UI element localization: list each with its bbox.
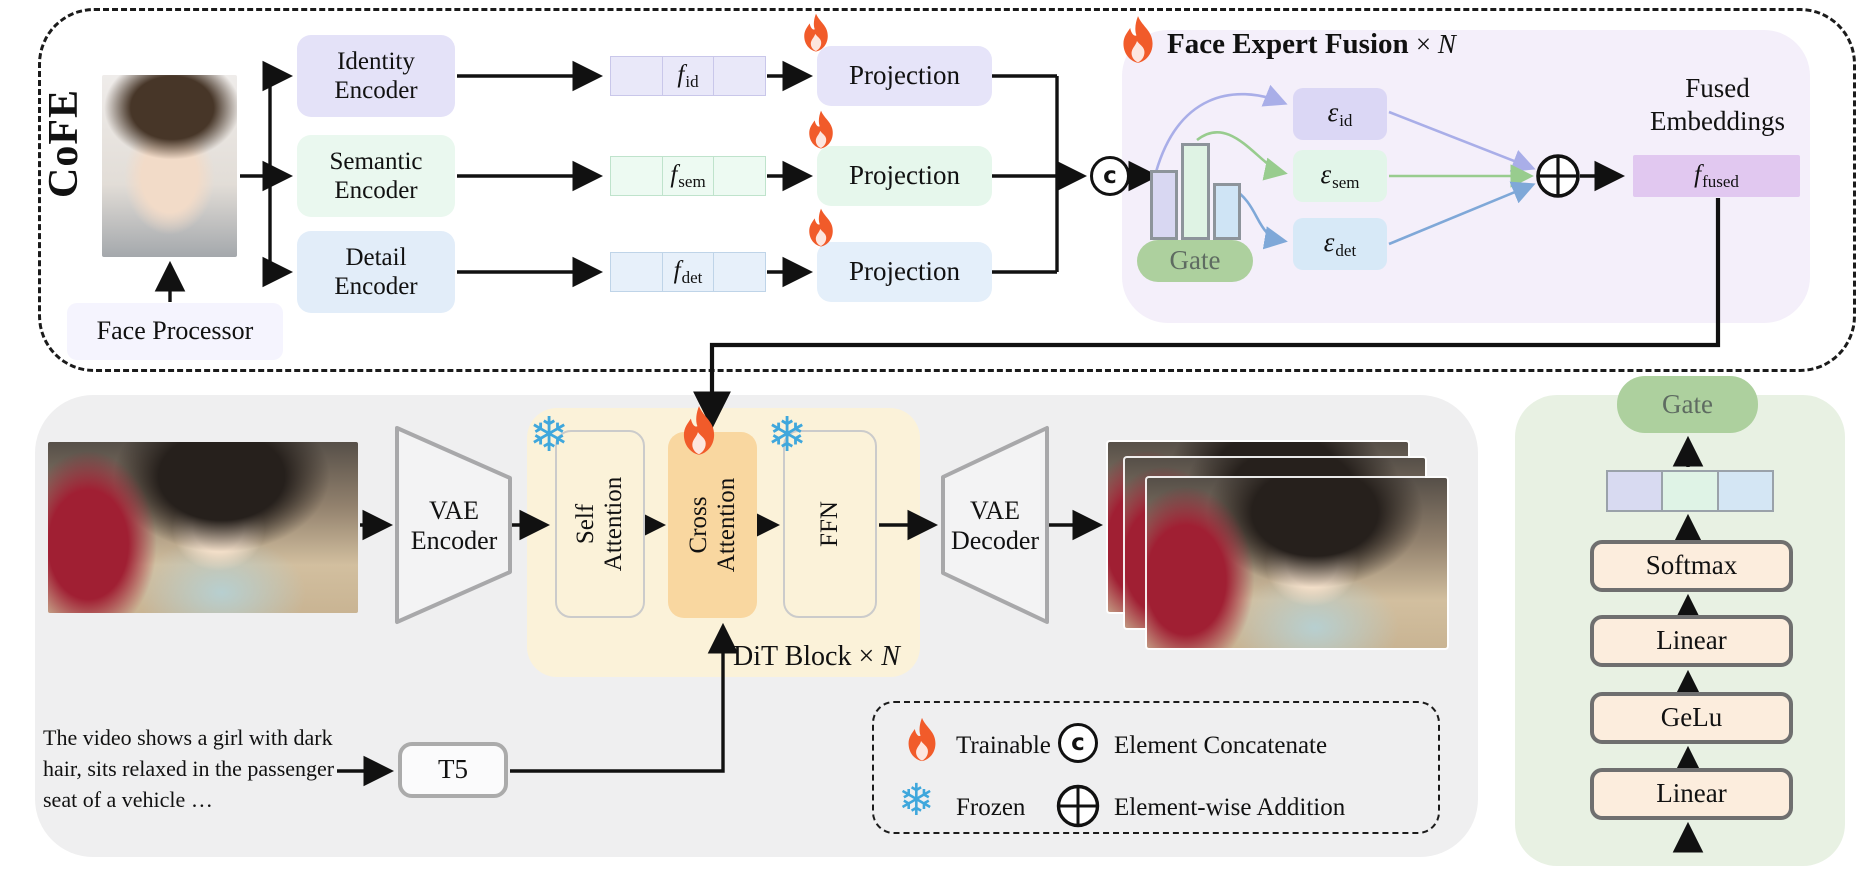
- gate-bar-sem: [1181, 143, 1210, 240]
- gelu-box: GeLu: [1590, 692, 1793, 744]
- dit-block-label: DiT Block × N: [733, 641, 900, 672]
- legend-concat-label: Element Concatenate: [1114, 732, 1328, 759]
- legend-trainable-label: Trainable: [956, 732, 1051, 759]
- feature-vector-id: fid: [610, 56, 767, 96]
- cofe-title: CoFE: [41, 89, 87, 198]
- vae-encoder-label: VAE Encoder: [410, 496, 498, 555]
- semantic-encoder-box: Semantic Encoder: [297, 135, 455, 217]
- projection-box-sem: Projection: [817, 146, 992, 206]
- semantic-encoder-label: Semantic: [329, 147, 423, 175]
- frozen-snowflake-icon: ❄: [529, 407, 570, 463]
- softmax-box: Softmax: [1590, 540, 1793, 592]
- expert-id-box: εid: [1293, 88, 1387, 140]
- legend-concat-icon: c: [1058, 723, 1098, 763]
- vae-decoder-label: VAE Decoder: [950, 496, 1040, 555]
- gate-bar-id: [1150, 170, 1178, 240]
- input-video-frame: [48, 442, 358, 613]
- expert-det-box: εdet: [1293, 218, 1387, 270]
- projection-box-id: Projection: [817, 46, 992, 106]
- face-processor-box: Face Processor: [67, 303, 283, 360]
- ffn-label: FFN: [816, 501, 843, 547]
- fusion-gate-pill: Gate: [1137, 240, 1253, 282]
- feature-vector-sem: fsem: [610, 156, 767, 196]
- face-processor-label: Face Processor: [96, 316, 254, 346]
- output-video-frame-front: [1147, 478, 1447, 648]
- detail-encoder-label: Detail: [345, 243, 407, 271]
- identity-encoder-label: Identity: [337, 47, 415, 75]
- legend-box: Trainable Element Concatenate Frozen Ele…: [872, 701, 1440, 834]
- detail-encoder-box: Detail Encoder: [297, 231, 455, 313]
- text-prompt: The video shows a girl with dark hair, s…: [43, 725, 335, 813]
- concat-icon: c: [1090, 156, 1130, 196]
- legend-frozen-snowflake-icon: ❄: [898, 775, 935, 826]
- ffn-box: FFN: [783, 430, 877, 618]
- fused-embeddings-caption: Fused Embeddings: [1650, 73, 1785, 136]
- linear-top-box: Linear: [1590, 615, 1793, 667]
- fusion-title: Face Expert Fusion × N: [1167, 28, 1456, 60]
- frozen-snowflake-icon: ❄: [767, 407, 808, 463]
- feature-vector-det: fdet: [610, 252, 767, 292]
- gate-detail-pill: Gate: [1617, 376, 1758, 433]
- projection-box-det: Projection: [817, 242, 992, 302]
- gate-bar-det: [1213, 183, 1241, 240]
- linear-bottom-box: Linear: [1590, 768, 1793, 820]
- t5-box: T5: [398, 742, 508, 798]
- legend-addition-label: Element-wise Addition: [1114, 794, 1346, 821]
- expert-sem-box: εsem: [1293, 150, 1387, 202]
- legend-frozen-label: Frozen: [956, 794, 1026, 821]
- identity-encoder-box: Identity Encoder: [297, 35, 455, 117]
- face-crop-image: [102, 75, 237, 257]
- gate-weight-vector: [1606, 470, 1774, 512]
- fused-embedding-box: ffused: [1633, 155, 1800, 197]
